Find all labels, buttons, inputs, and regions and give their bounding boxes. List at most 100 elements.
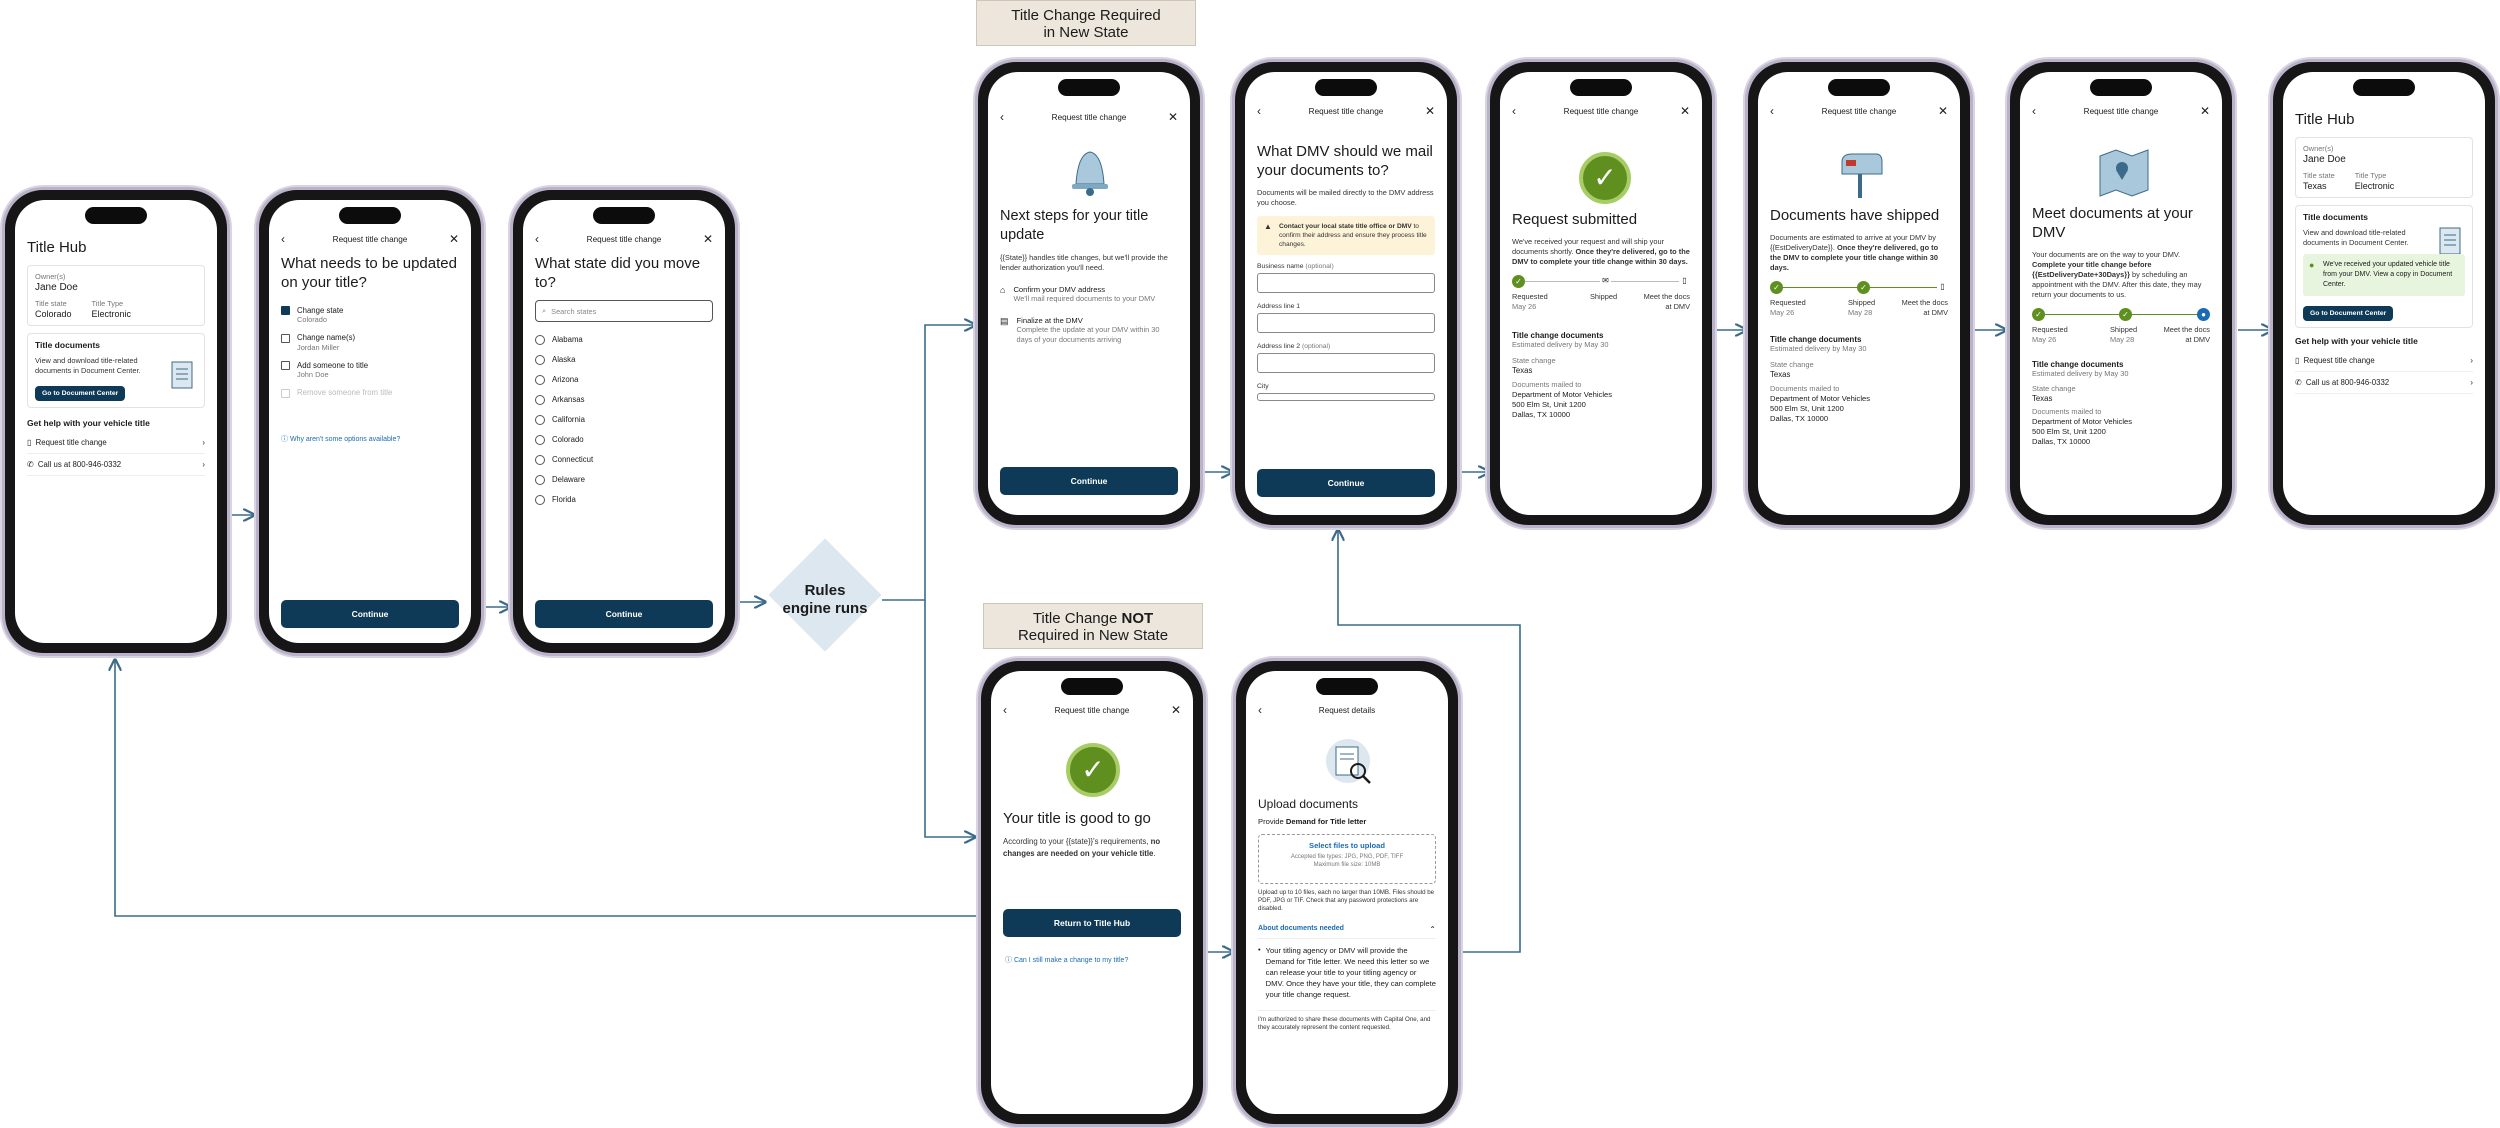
request-title-change-item[interactable]: ▯ Request title change›	[27, 432, 205, 454]
step-label: Requested	[1770, 298, 1806, 307]
page-title: Upload documents	[1258, 797, 1359, 811]
desc-b: Complete your title change before {{EstD…	[2032, 260, 2152, 279]
close-icon[interactable]: ✕	[1170, 703, 1181, 717]
page-title: What needs to be updated on your title?	[281, 255, 457, 291]
document-search-icon	[1326, 739, 1371, 784]
back-icon[interactable]: ‹	[1770, 104, 1774, 118]
back-icon[interactable]: ‹	[281, 232, 285, 246]
step-label: Shipped	[1848, 298, 1876, 307]
continue-button[interactable]: Continue	[1000, 467, 1178, 495]
option-label: Remove someone from title	[297, 388, 393, 398]
state-option[interactable]: California	[535, 410, 713, 430]
item-label: Request title change	[35, 438, 107, 447]
checkbox-icon	[281, 333, 290, 343]
bullet-dot: •	[1258, 945, 1261, 954]
back-icon[interactable]: ‹	[1000, 110, 1004, 124]
doc-icon: ▯	[1937, 282, 1948, 293]
header-title: Request title change	[2083, 106, 2159, 116]
state-option[interactable]: Delaware	[535, 470, 713, 490]
header-title: Request title change	[1054, 705, 1130, 715]
search-input[interactable]: ⌕Search states	[535, 300, 713, 322]
notch	[1570, 79, 1632, 96]
request-title-change-item[interactable]: ▯ Request title change›	[2295, 350, 2473, 372]
desc-a: Your documents are on the way to your DM…	[2032, 250, 2181, 259]
page-title: Documents have shipped	[1770, 207, 1940, 224]
item-label: Call us at 800-946-0332	[37, 460, 122, 469]
state-option[interactable]: Florida	[535, 490, 713, 510]
address-line1-field[interactable]	[1257, 313, 1435, 333]
return-title-hub-button[interactable]: Return to Title Hub	[1003, 909, 1181, 937]
back-icon[interactable]: ‹	[1512, 104, 1516, 118]
back-icon[interactable]: ‹	[1003, 703, 1007, 717]
document-center-button[interactable]: Go to Document Center	[35, 386, 126, 401]
header-title: Request title change	[1051, 112, 1127, 122]
optional-text: (optional)	[1305, 263, 1334, 270]
back-icon[interactable]: ‹	[1258, 703, 1262, 717]
state-option[interactable]: Alaska	[535, 350, 713, 370]
mailed-label: Documents mailed to	[1770, 384, 1840, 393]
option-change-names[interactable]: Change name(s)Jordan Miller	[281, 333, 459, 352]
continue-button[interactable]: Continue	[1257, 469, 1435, 497]
city-field[interactable]	[1257, 393, 1435, 401]
business-name-field[interactable]	[1257, 273, 1435, 293]
continue-button[interactable]: Continue	[281, 600, 459, 628]
state-option[interactable]: Colorado	[535, 430, 713, 450]
upload-dropzone[interactable]: Select files to upload Accepted file typ…	[1258, 834, 1436, 884]
step-done-icon: ✓	[1770, 281, 1783, 294]
docs-title: Title change documents	[1512, 331, 1604, 340]
close-icon[interactable]: ✕	[2199, 104, 2210, 118]
back-icon[interactable]: ‹	[2032, 104, 2036, 118]
close-icon[interactable]: ✕	[448, 232, 459, 246]
document-center-button[interactable]: Go to Document Center	[2303, 306, 2394, 321]
desc-b: Once they're delivered, go to the DMV to…	[1770, 243, 1939, 272]
select-files-link[interactable]: Select files to upload	[1309, 841, 1385, 850]
back-icon[interactable]: ‹	[535, 232, 539, 246]
state-value: Colorado	[35, 309, 72, 319]
upload-types: Accepted file types: JPG, PNG, PDF, TIFF	[1290, 854, 1404, 860]
state-option[interactable]: Arkansas	[535, 390, 713, 410]
document-icon: ▤	[1000, 316, 1009, 326]
page-title: Request submitted	[1512, 211, 1638, 228]
close-icon[interactable]: ✕	[1679, 104, 1690, 118]
why-options-link[interactable]: ⓘ Why aren't some options available?	[281, 435, 401, 443]
close-icon[interactable]: ✕	[1937, 104, 1948, 118]
radio-icon	[535, 335, 545, 345]
docs-desc: View and download title-related document…	[35, 356, 141, 375]
label-text: Business name	[1257, 263, 1304, 270]
address-line2-field[interactable]	[1257, 353, 1435, 373]
close-icon[interactable]: ✕	[702, 232, 713, 246]
notch	[1315, 79, 1377, 96]
state-option[interactable]: Alabama	[535, 330, 713, 350]
alert-bold: Contact your local state title office or…	[1279, 223, 1412, 230]
addr-line1: Department of Motor Vehicles	[2032, 417, 2133, 426]
step-date: May 28	[2110, 335, 2135, 344]
desc-c: by scheduling an appointment with the DM…	[2032, 270, 2202, 299]
phone-request-submitted: ‹Request title change✕ ✓ Request submitt…	[1490, 62, 1712, 525]
call-us-item[interactable]: ✆ Call us at 800-946-0332›	[2295, 372, 2473, 394]
page-title: Meet documents at your DMV	[2032, 205, 2193, 241]
step-date: May 26	[1512, 302, 1537, 311]
upload-max: Maximum file size: 10MB	[1313, 862, 1381, 868]
notch	[593, 207, 655, 224]
screen-documents-shipped: ‹Request title change✕ Documents have sh…	[1758, 72, 1960, 515]
continue-button[interactable]: Continue	[535, 600, 713, 628]
state-change-label: State change	[2032, 384, 2076, 393]
change-title-link[interactable]: ⓘ Can I still make a change to my title?	[1005, 957, 1129, 964]
arrow-rules-branch	[882, 325, 975, 601]
page-title: What DMV should we mail your documents t…	[1257, 143, 1433, 179]
about-documents-toggle[interactable]: About documents needed⌃	[1258, 925, 1436, 939]
docs-desc: View and download title-related document…	[2303, 228, 2409, 247]
close-icon[interactable]: ✕	[1424, 104, 1435, 118]
back-icon[interactable]: ‹	[1257, 104, 1261, 118]
state-option[interactable]: Connecticut	[535, 450, 713, 470]
state-option[interactable]: Arizona	[535, 370, 713, 390]
doc-icon: ▯	[2295, 356, 2300, 365]
close-icon[interactable]: ✕	[1167, 110, 1178, 124]
call-us-item[interactable]: ✆ Call us at 800-946-0332›	[27, 454, 205, 476]
state-label: Florida	[552, 495, 576, 505]
link-text: Can I still make a change to my title?	[1013, 957, 1129, 964]
